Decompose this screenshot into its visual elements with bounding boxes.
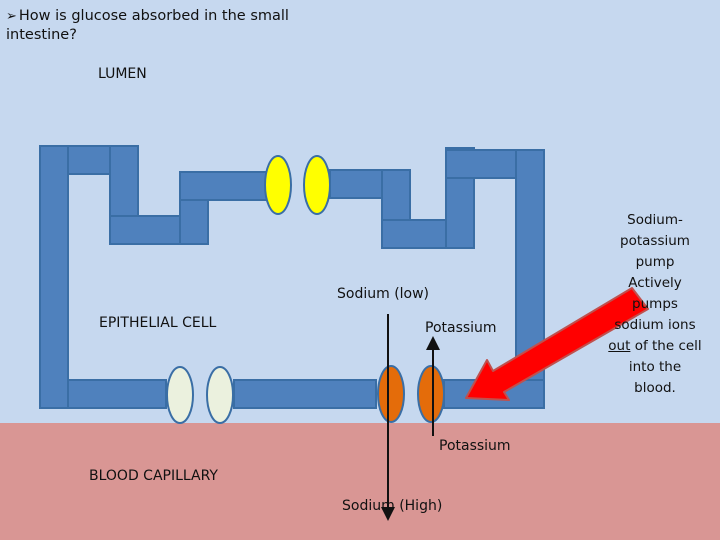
lumen-label: LUMEN: [98, 66, 147, 82]
pump-destination: of the cell into the blood.: [628, 338, 702, 396]
pump-name: Sodium-potassium pump: [620, 212, 690, 270]
pump-direction-word: out: [608, 338, 631, 354]
pump-description: Sodium-potassium pump Actively pumps sod…: [606, 210, 704, 399]
exit-channel-right: [206, 366, 234, 424]
membrane-segment: [233, 379, 377, 409]
epithelial-cell-label: EPITHELIAL CELL: [99, 315, 217, 331]
lumen-channel-left: [264, 155, 292, 215]
slide-title: ➢How is glucose absorbed in the small in…: [6, 7, 306, 45]
potassium-blood-label: Potassium: [439, 438, 511, 454]
sodium-low-label: Sodium (low): [337, 286, 430, 302]
potassium-cell-label: Potassium: [425, 320, 497, 336]
membrane-segment: [179, 171, 271, 201]
pump-pointer-arrow: [465, 287, 649, 401]
title-text: How is glucose absorbed in the small int…: [6, 8, 289, 43]
pump-right: [417, 365, 445, 423]
blood-capillary-background: [0, 423, 720, 540]
membrane-segment: [39, 145, 69, 409]
pump-action: Actively pumps sodium ions: [614, 275, 696, 333]
blood-capillary-label: BLOOD CAPILLARY: [89, 468, 218, 484]
sodium-high-label: Sodium (High): [342, 498, 443, 514]
membrane-segment: [67, 379, 167, 409]
lumen-channel-right: [303, 155, 331, 215]
pump-left: [377, 365, 405, 423]
arrow-bullet-icon: ➢: [6, 9, 17, 24]
exit-channel-left: [166, 366, 194, 424]
